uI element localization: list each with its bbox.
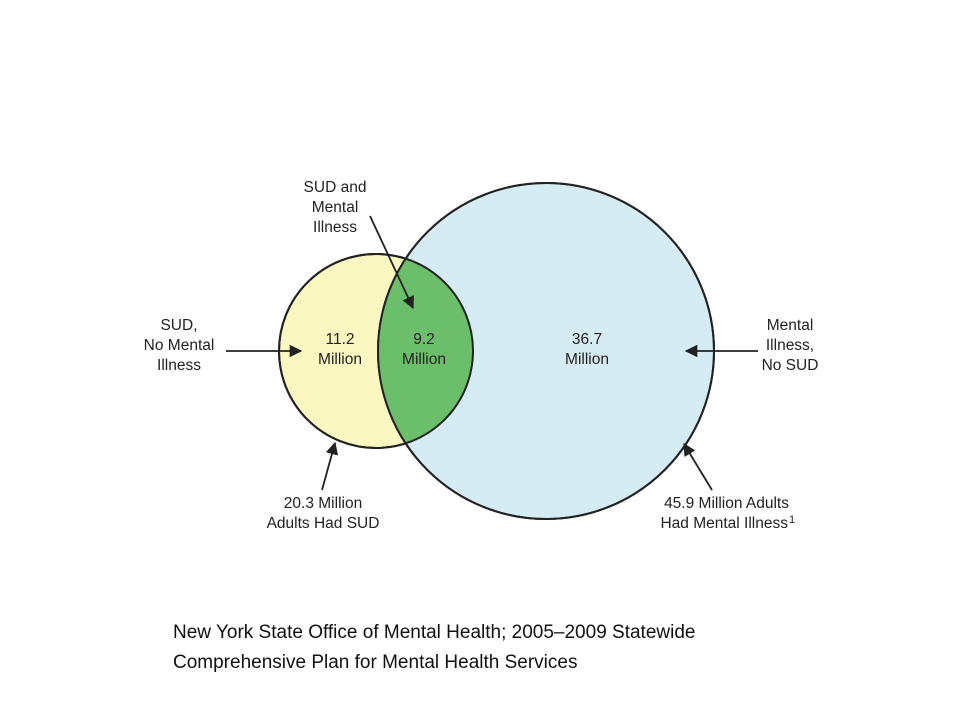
caption-line1: New York State Office of Mental Health; … (173, 622, 696, 643)
caption-line2: Comprehensive Plan for Mental Health Ser… (173, 652, 578, 673)
callout-mi-total-line1: 45.9 Million Adults (664, 495, 789, 512)
callout-sud-no-mi-line3: Illness (157, 357, 201, 374)
arrow-sud-total (321, 441, 339, 491)
callout-sud-and-mi-line3: Illness (313, 219, 357, 236)
callout-mi-no-sud-line1: Mental (767, 317, 814, 334)
sud-only-unit: Million (318, 351, 362, 368)
source-caption: New York State Office of Mental Health; … (173, 618, 933, 678)
callout-sud-total-line2: Adults Had SUD (267, 515, 380, 532)
sud-only-value: 11.2 (325, 331, 354, 348)
footnote-marker: 1 (789, 514, 795, 526)
callout-sud-and-mi-line2: Mental (312, 199, 359, 216)
mental-illness-only-unit: Million (565, 351, 609, 368)
callout-sud-total-line1: 20.3 Million (284, 495, 362, 512)
mental-illness-only-value: 36.7 (572, 331, 602, 348)
callout-sud-no-mi-line1: SUD, (160, 317, 197, 334)
arrow-mi-total (683, 442, 713, 491)
arrow-sud-and-mi (369, 215, 414, 310)
callout-mi-no-sud-line3: No SUD (762, 357, 819, 374)
overlap-unit: Million (402, 351, 446, 368)
overlap-value: 9.2 (413, 331, 435, 348)
callout-sud-no-mi-line2: No Mental (144, 337, 215, 354)
callout-mi-total-line2: Had Mental Illness (660, 515, 788, 532)
callout-mi-no-sud-line2: Illness, (766, 337, 814, 354)
callout-sud-and-mi-line1: SUD and (304, 179, 367, 196)
